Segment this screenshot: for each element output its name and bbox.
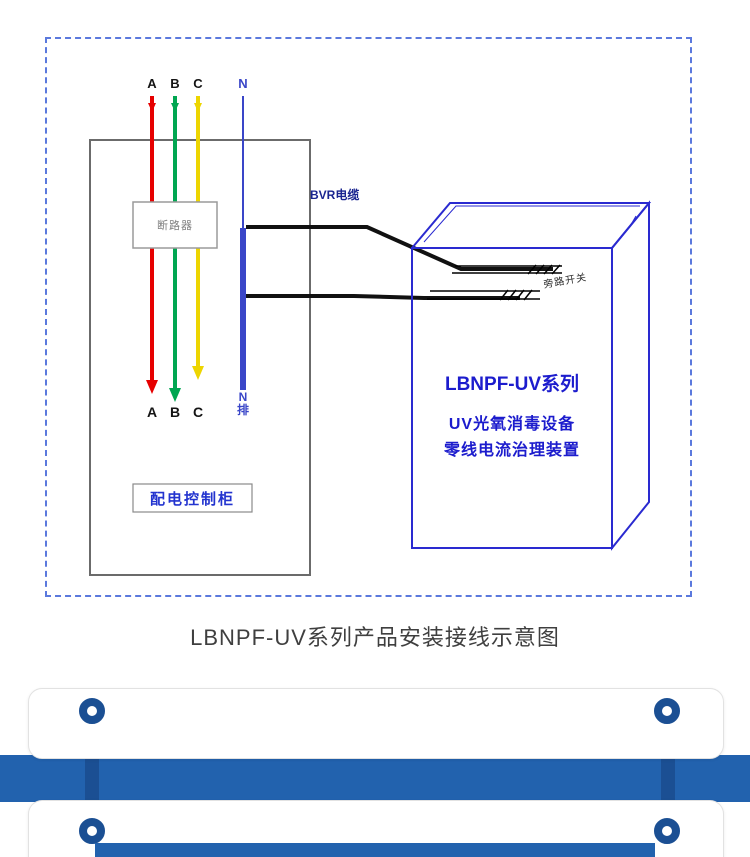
neutral-label-top: N [238,76,248,91]
grommet-ring-top-left [79,698,105,724]
grommet-ring-bottom-left [79,818,105,844]
bvr-cable-label: BVR电缆 [310,188,360,202]
wiring-diagram-graphic [89,96,652,576]
phase-a-label-top: A [147,76,157,91]
cabinet-label: 配电控制柜 [149,490,235,508]
diagram-dashed-border [45,37,692,597]
device-name-line1: LBNPF-UV系列 [444,374,580,395]
next-section-strip [95,843,655,857]
hanging-strap-right [661,745,675,815]
breaker-box [132,201,218,249]
neutral-busbar-label: N 排 [233,391,253,417]
grommet-ring-top-right [654,698,680,724]
diagram-caption: LBNPF-UV系列产品安装接线示意图 [190,625,560,650]
phase-a-label-bottom: A [146,404,158,420]
bvr-wire-lower [246,294,520,300]
banner-card-top [28,688,724,759]
phase-c-label-top: C [193,76,203,91]
breaker-label: 断路器 [157,220,193,232]
neutral-busbar-label-line1: N [238,390,248,404]
cabinet-label-box [132,483,253,513]
phase-b-label-bottom: B [169,404,181,420]
device-name-line3: 零线电流治理装置 [443,442,580,459]
hanging-strap-left [85,745,99,815]
device-name-line2: UV光氧消毒设备 [448,416,576,433]
phase-c-label-bottom: C [192,404,204,420]
device-terminal-bars [427,264,562,301]
banner-background-band [0,755,750,802]
neutral-busbar-label-line2: 排 [236,403,249,417]
device-box [409,200,652,551]
phase-b-label-top: B [170,76,180,91]
grommet-ring-bottom-right [654,818,680,844]
